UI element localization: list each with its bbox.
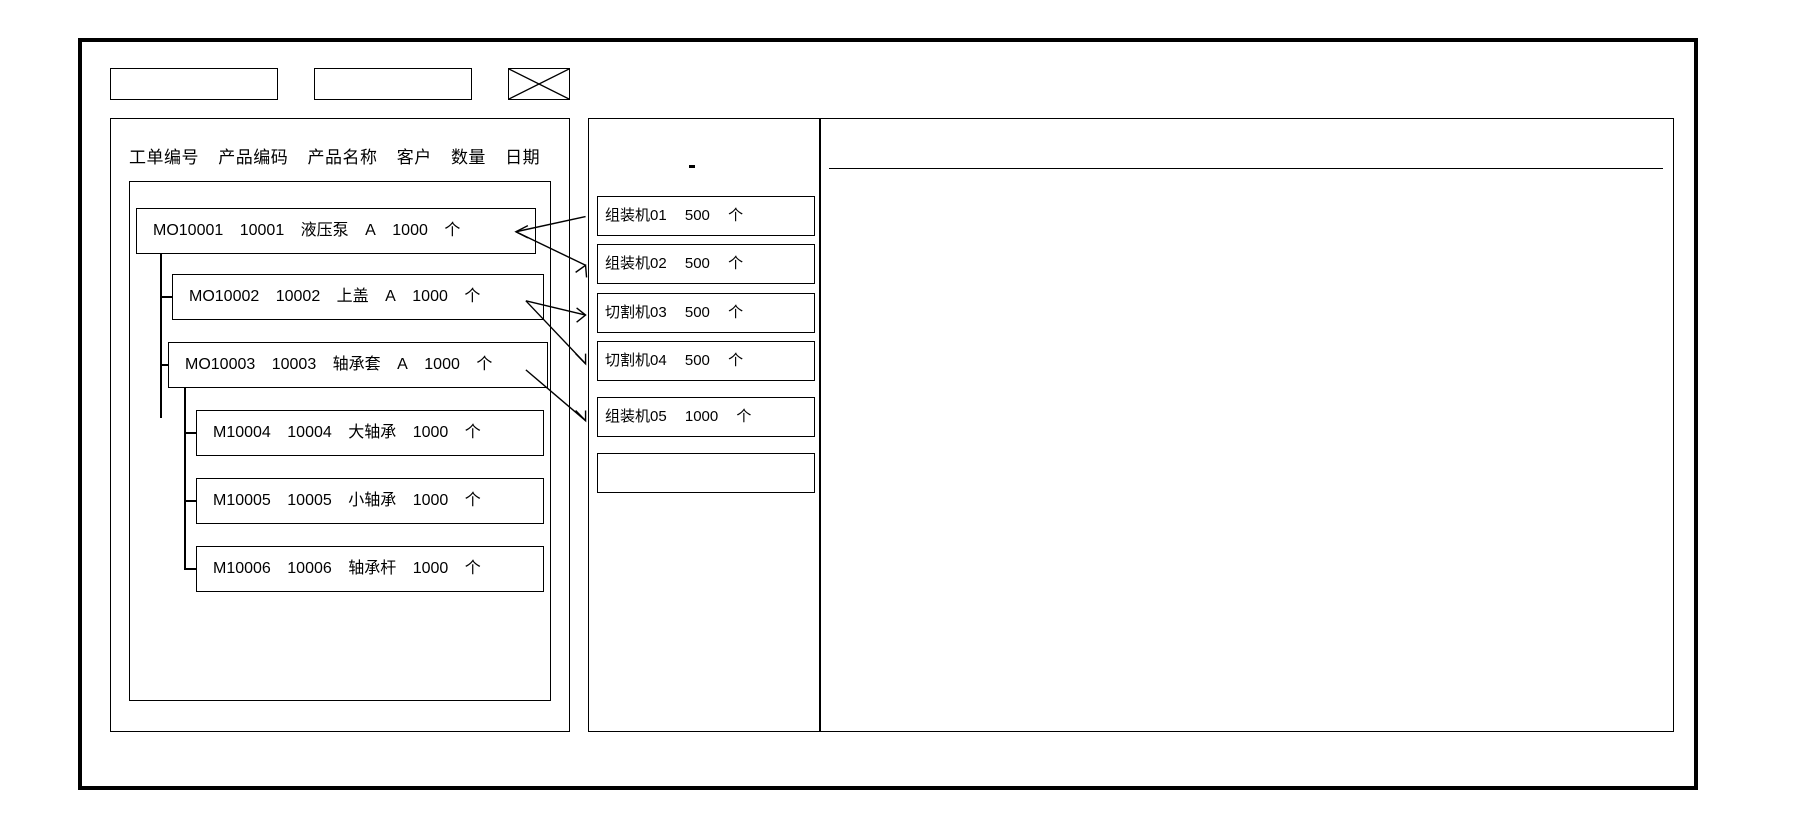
- cell-product-code: 10003: [271, 356, 317, 373]
- cross-lines-icon: [509, 69, 569, 99]
- cell-quantity: 500: [684, 207, 710, 224]
- work-order-row[interactable]: M10006 10006 轴承杆 1000 个: [196, 546, 544, 592]
- machine-row-empty[interactable]: [597, 453, 815, 493]
- column-header-product-name: 产品名称: [307, 148, 378, 167]
- cell-unit: 个: [444, 222, 461, 239]
- cell-order-no: M10004: [213, 424, 271, 441]
- tree-connector-branch-row2: [160, 364, 170, 366]
- work-order-panel: 工单编号 产品编码 产品名称 客户 数量 日期 MO10001: [110, 118, 570, 732]
- marker-dot: [689, 165, 695, 168]
- cell-order-no: MO10003: [185, 356, 256, 373]
- cell-quantity: 1000: [412, 492, 449, 509]
- cell-quantity: 1000: [424, 356, 460, 373]
- detail-panel-header: [829, 129, 1663, 169]
- cell-machine: 切割机03: [605, 304, 667, 321]
- cell-unit: 个: [464, 492, 481, 509]
- cell-product-name: 上盖: [336, 288, 369, 305]
- cell-customer: A: [397, 356, 408, 373]
- work-order-row[interactable]: MO10002 10002 上盖 A 1000 个: [172, 274, 544, 320]
- cell-quantity: 1000: [412, 424, 449, 441]
- work-order-row[interactable]: MO10001 10001 液压泵 A 1000 个: [136, 208, 536, 254]
- cell-machine: 组装机05: [605, 408, 667, 425]
- machine-row[interactable]: 切割机04 500 个: [597, 341, 815, 381]
- tree-connector-branch-row5: [184, 568, 198, 570]
- cell-product-code: 10005: [287, 492, 332, 509]
- cell-product-name: 轴承套: [332, 356, 381, 373]
- cell-product-name: 液压泵: [300, 222, 349, 239]
- connector-arrowhead: [576, 307, 587, 323]
- toolbar-field-1[interactable]: [110, 68, 278, 100]
- application-window: 工单编号 产品编码 产品名称 客户 数量 日期 MO10001: [78, 38, 1698, 790]
- cell-unit: 个: [728, 352, 744, 369]
- cell-unit: 个: [728, 255, 744, 272]
- machine-row[interactable]: 组装机02 500 个: [597, 244, 815, 284]
- cell-quantity: 1000: [392, 222, 428, 239]
- work-order-row[interactable]: MO10003 10003 轴承套 A 1000 个: [168, 342, 548, 388]
- cell-quantity: 1000: [684, 408, 719, 425]
- cell-unit: 个: [464, 560, 481, 577]
- machine-row[interactable]: 组装机05 1000 个: [597, 397, 815, 437]
- connector-arrowhead: [575, 353, 587, 366]
- detail-panel: [820, 118, 1674, 732]
- cell-customer: A: [365, 222, 376, 239]
- work-order-column-headers: 工单编号 产品编码 产品名称 客户 数量 日期: [129, 143, 540, 168]
- cell-customer: A: [385, 288, 396, 305]
- machine-row[interactable]: 切割机03 500 个: [597, 293, 815, 333]
- cell-product-name: 轴承杆: [348, 560, 397, 577]
- connector-arrowhead: [575, 263, 588, 278]
- cell-order-no: MO10002: [189, 288, 260, 305]
- column-header-product-code: 产品编码: [218, 148, 289, 167]
- cell-machine: 切割机04: [605, 352, 667, 369]
- cell-unit: 个: [464, 288, 481, 305]
- cell-machine: 组装机01: [605, 207, 667, 224]
- cell-product-name: 小轴承: [348, 492, 397, 509]
- image-placeholder-icon[interactable]: [508, 68, 570, 100]
- cell-quantity: 500: [684, 304, 710, 321]
- cell-quantity: 1000: [412, 288, 448, 305]
- cell-order-no: M10006: [213, 560, 271, 577]
- cell-unit: 个: [728, 304, 744, 321]
- column-header-date: 日期: [505, 148, 541, 167]
- tree-connector-trunk-level2: [184, 388, 186, 568]
- cell-unit: 个: [736, 408, 752, 425]
- cell-product-code: 10004: [287, 424, 332, 441]
- panels-container: 工单编号 产品编码 产品名称 客户 数量 日期 MO10001: [110, 118, 1674, 768]
- tree-connector-trunk-level1: [160, 254, 162, 418]
- machine-row[interactable]: 组装机01 500 个: [597, 196, 815, 236]
- cell-product-code: 10002: [275, 288, 321, 305]
- tree-connector-branch-row3: [184, 432, 198, 434]
- cell-quantity: 1000: [412, 560, 449, 577]
- column-header-order-no: 工单编号: [129, 148, 199, 167]
- cell-order-no: MO10001: [153, 222, 224, 239]
- tree-connector-branch-row4: [184, 500, 198, 502]
- machine-assignment-panel: 组装机01 500 个 组装机02 500 个 切割机03 500 个: [588, 118, 820, 732]
- work-order-row[interactable]: M10004 10004 大轴承 1000 个: [196, 410, 544, 456]
- toolbar-field-2[interactable]: [314, 68, 472, 100]
- cell-order-no: M10005: [213, 492, 271, 509]
- cell-product-name: 大轴承: [348, 424, 397, 441]
- cell-product-code: 10001: [239, 222, 285, 239]
- cell-unit: 个: [464, 424, 481, 441]
- column-header-customer: 客户: [396, 148, 432, 167]
- cell-machine: 组装机02: [605, 255, 667, 272]
- work-order-row[interactable]: M10005 10005 小轴承 1000 个: [196, 478, 544, 524]
- cell-quantity: 500: [684, 352, 710, 369]
- work-order-tree: MO10001 10001 液压泵 A 1000 个 MO10002 10002…: [129, 181, 551, 701]
- cell-quantity: 500: [684, 255, 710, 272]
- connector-arrowhead: [575, 409, 587, 423]
- cell-product-code: 10006: [287, 560, 332, 577]
- cell-unit: 个: [476, 356, 493, 373]
- column-header-quantity: 数量: [450, 148, 486, 167]
- toolbar: [110, 68, 570, 100]
- tree-connector-branch-row1: [160, 296, 174, 298]
- cell-unit: 个: [728, 207, 744, 224]
- detail-panel-body: [829, 169, 1663, 729]
